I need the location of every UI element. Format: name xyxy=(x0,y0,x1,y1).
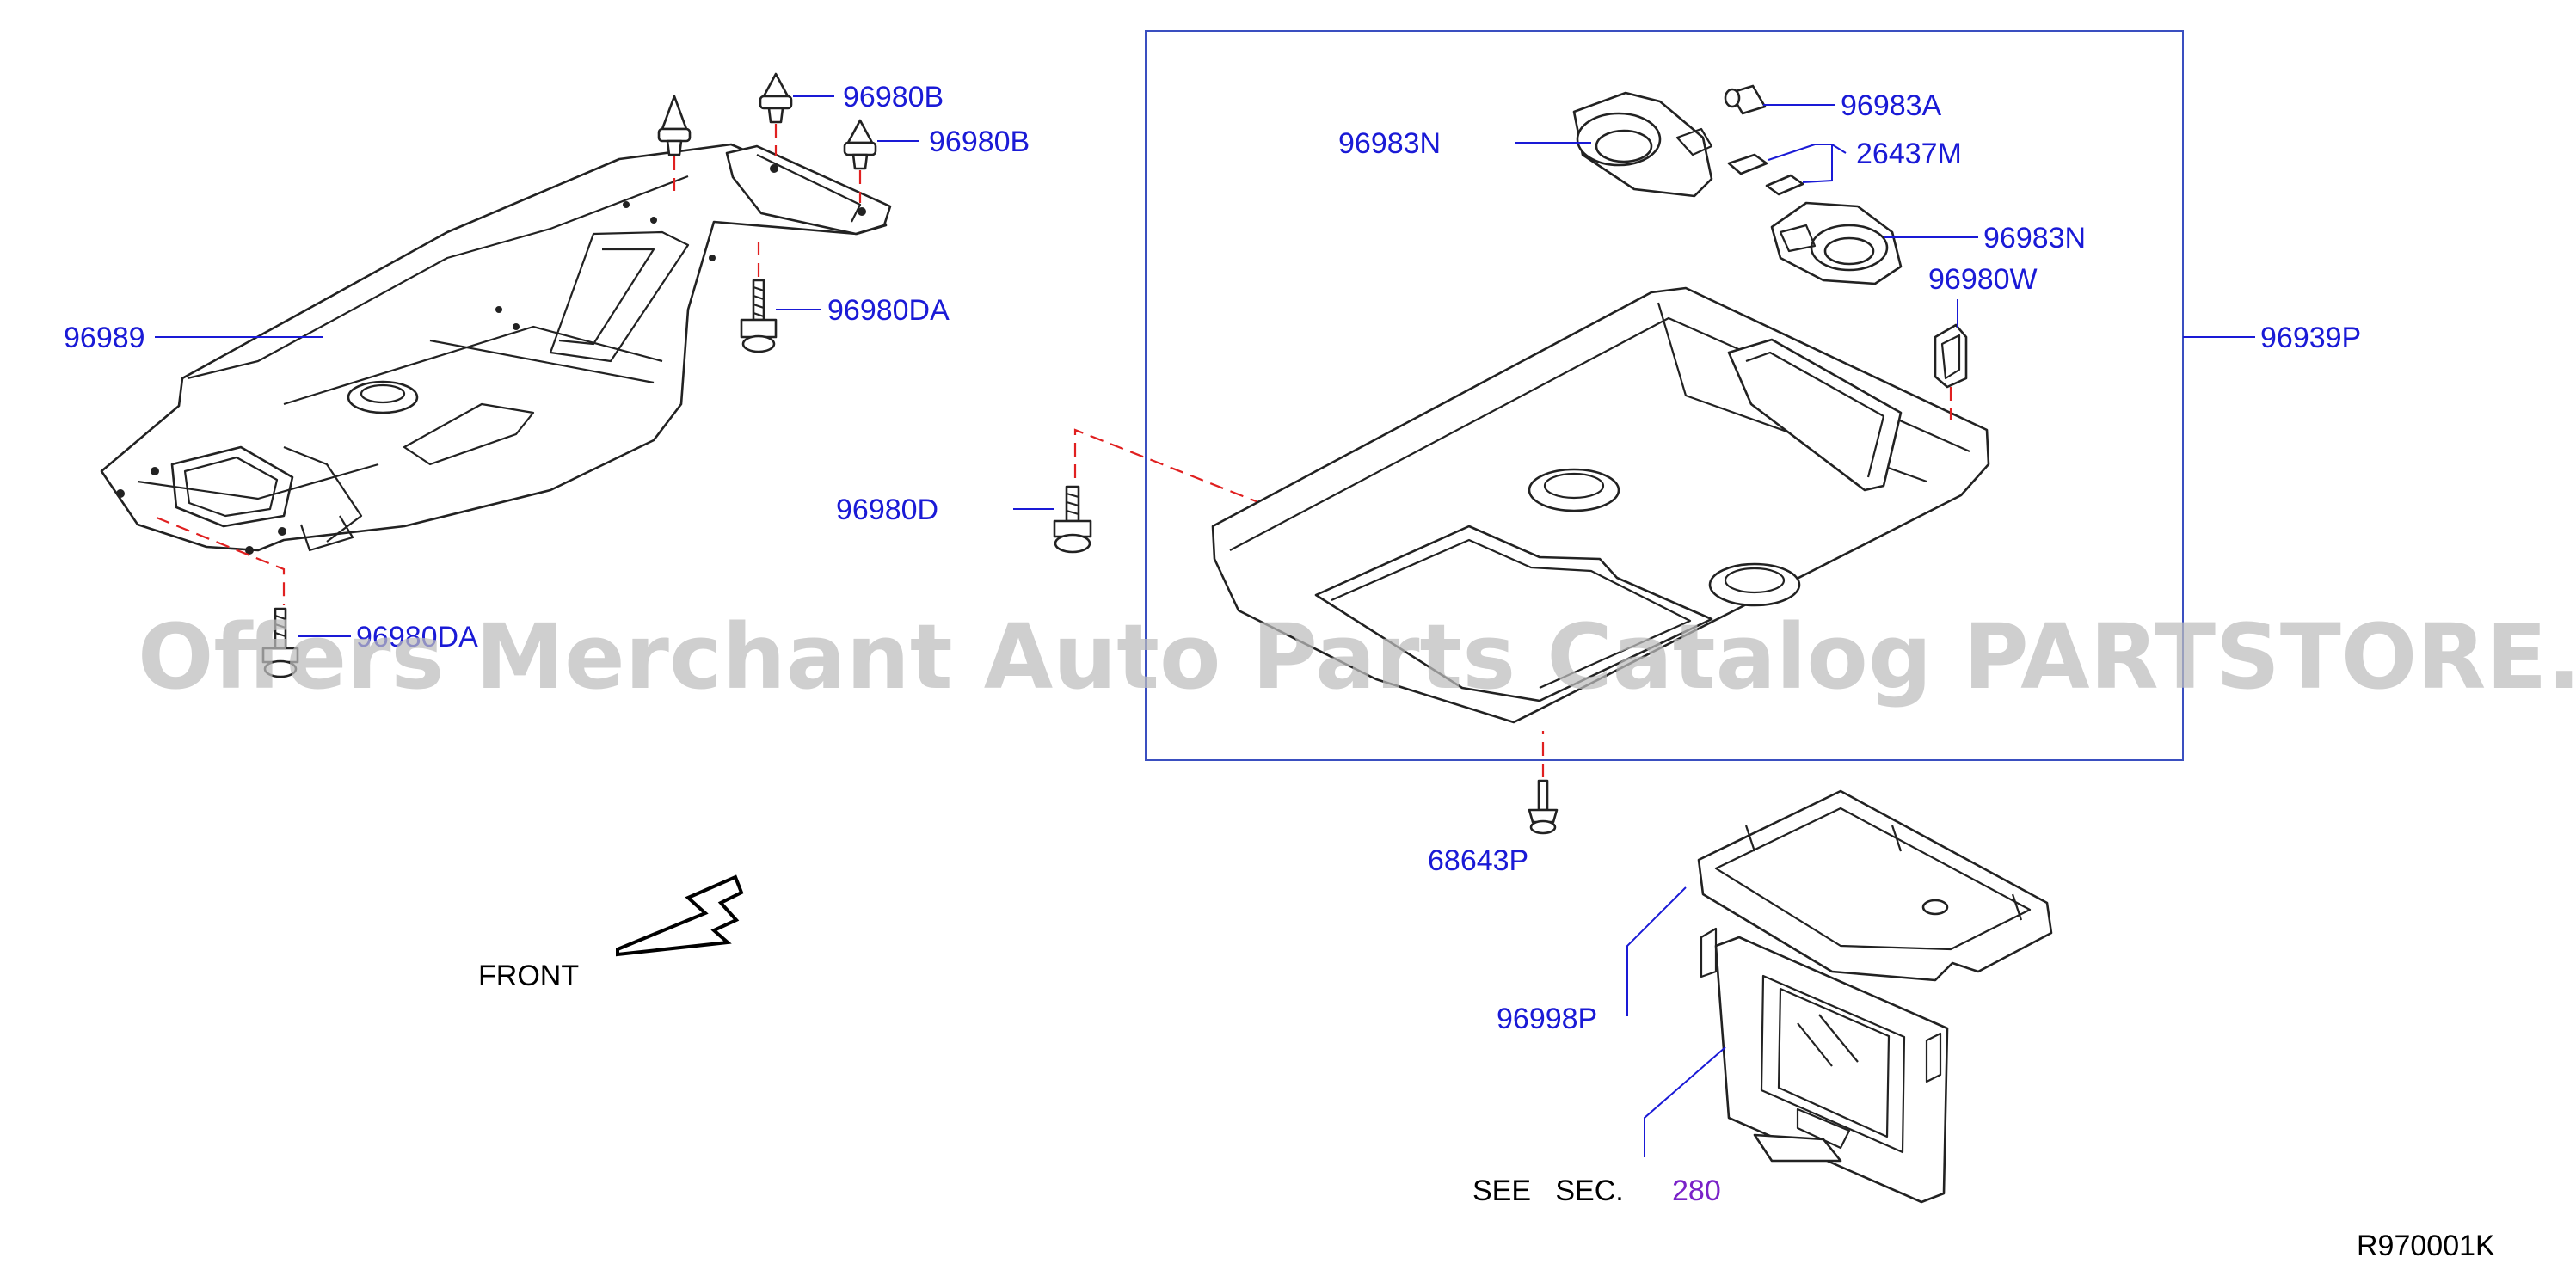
bulb-26437m xyxy=(1727,153,1804,196)
callout-96980b-1[interactable]: 96980B xyxy=(843,81,944,113)
clip-96980b-2 xyxy=(759,72,793,124)
clip-96980w xyxy=(1934,323,1968,389)
front-label: FRONT xyxy=(478,960,579,992)
console-bracket-illustration xyxy=(100,143,892,555)
map-lamp-96983n-right xyxy=(1770,201,1903,285)
see-sec-label: SEE SEC. xyxy=(1472,1175,1624,1207)
map-lamp-96983n-left xyxy=(1572,91,1713,198)
sunglass-holder-illustration xyxy=(1697,789,2053,1204)
callout-96980d[interactable]: 96980D xyxy=(836,494,938,526)
callout-96980da-bottom[interactable]: 96980DA xyxy=(356,621,478,653)
clip-68643p xyxy=(1528,779,1559,835)
front-arrow-icon xyxy=(616,874,744,957)
watermark-text: Offers Merchant Auto Parts Catalog PARTS… xyxy=(138,604,2576,709)
section-280-link[interactable]: 280 xyxy=(1672,1175,1721,1207)
callout-26437m[interactable]: 26437M xyxy=(1856,138,1962,170)
callout-96983a[interactable]: 96983A xyxy=(1841,89,1942,122)
callout-96980da-top[interactable]: 96980DA xyxy=(827,294,950,327)
clip-96980b-3 xyxy=(843,119,877,170)
callout-96980b-2[interactable]: 96980B xyxy=(929,126,1030,158)
screw-96980d xyxy=(1053,485,1092,554)
callout-96939p[interactable]: 96939P xyxy=(2260,322,2361,354)
callout-96989[interactable]: 96989 xyxy=(64,322,145,354)
assembly-frame xyxy=(1145,30,2184,761)
callout-68643p[interactable]: 68643P xyxy=(1428,844,1528,877)
bulb-96983a xyxy=(1724,84,1767,115)
diagram-reference-code: R970001K xyxy=(2357,1230,2495,1262)
overhead-console-illustration xyxy=(1211,286,1990,724)
screw-96980da-bottom xyxy=(261,607,299,678)
callout-96983n-left[interactable]: 96983N xyxy=(1338,127,1441,160)
screw-96980da-top xyxy=(740,279,778,353)
clip-96980b-1 xyxy=(657,95,692,156)
callout-96980w[interactable]: 96980W xyxy=(1928,263,2038,296)
callout-96998p[interactable]: 96998P xyxy=(1497,1003,1597,1035)
callout-96983n-right[interactable]: 96983N xyxy=(1983,222,2086,255)
